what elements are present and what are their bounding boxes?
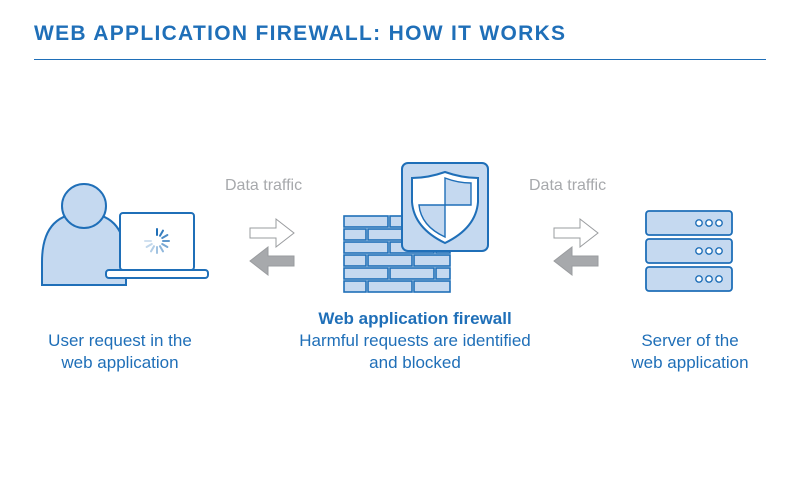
server-rack-icon — [645, 210, 733, 292]
laptop-icon — [105, 212, 209, 279]
server-caption-line2: web application — [631, 353, 749, 372]
firewall-caption-heading: Web application firewall — [318, 309, 512, 328]
firewall-caption-line1: Harmful requests are identified — [299, 331, 531, 350]
data-traffic-label-right: Data traffic — [529, 177, 607, 194]
user-caption-line2: web application — [61, 353, 179, 372]
double-arrow-icon-right — [553, 217, 599, 277]
firewall-caption-line2: and blocked — [369, 353, 461, 372]
user-caption: User request in the web application — [20, 330, 220, 374]
loading-spinner-icon — [144, 228, 170, 254]
user-icon — [41, 183, 127, 286]
page-title: WEB APPLICATION FIREWALL: HOW IT WORKS — [34, 22, 567, 45]
data-traffic-label-left: Data traffic — [225, 177, 303, 194]
shield-icon — [401, 162, 489, 252]
server-caption: Server of the web application — [600, 330, 780, 374]
double-arrow-icon-left — [249, 217, 295, 277]
server-caption-line1: Server of the — [641, 331, 739, 350]
firewall-caption: Web application firewall Harmful request… — [270, 308, 560, 374]
user-caption-line1: User request in the — [48, 331, 192, 350]
title-divider — [34, 59, 766, 60]
